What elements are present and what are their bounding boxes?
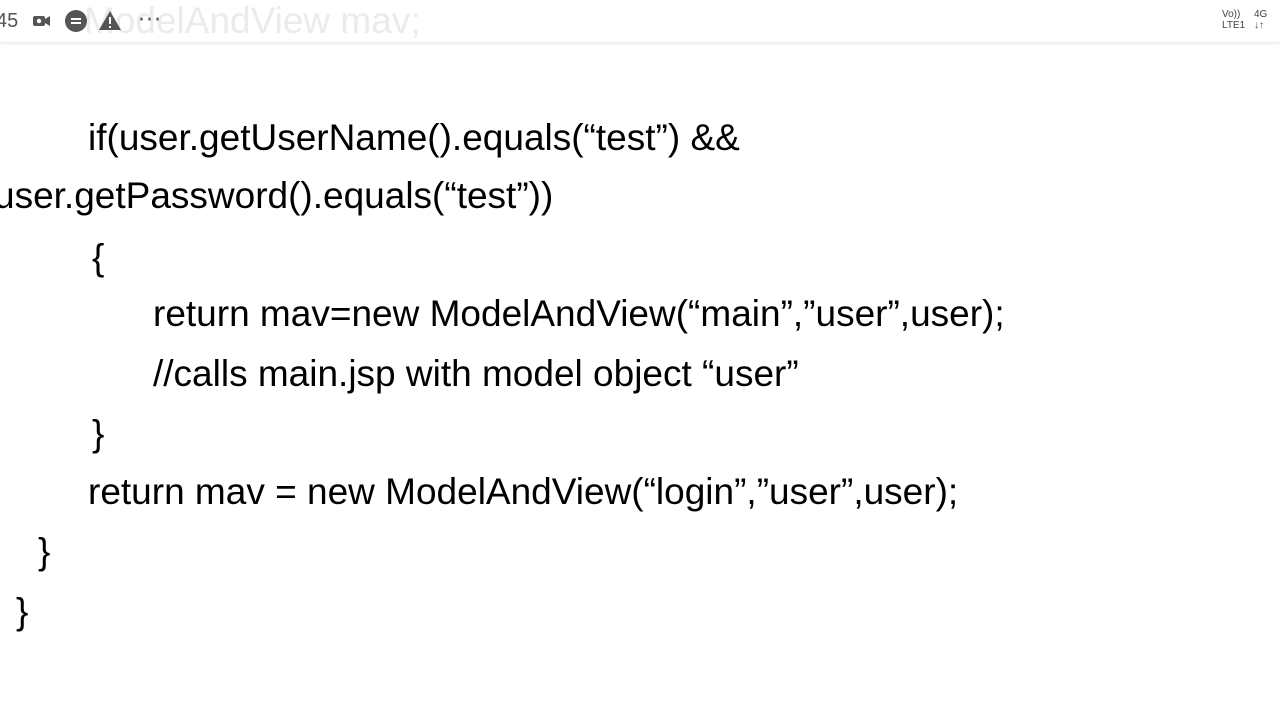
video-call-icon [30, 9, 54, 33]
lte-label: LTE1 [1222, 20, 1246, 31]
more-icon: ··· [138, 8, 162, 33]
code-line: { [92, 237, 105, 278]
code-line: user.getPassword().equals(“test”)) [0, 175, 554, 216]
network-indicator: Vo)) LTE1 4G ↓↑ [1222, 9, 1272, 33]
message-icon [64, 9, 88, 33]
code-line: return mav=new ModelAndView(“main”,”user… [153, 293, 1005, 334]
code-line: //calls main.jsp with model object “user… [153, 353, 799, 394]
ghost-title: ModelAndView mav; [84, 0, 421, 41]
code-line: if(user.getUserName().equals(“test”) && [88, 117, 740, 158]
code-line: return mav = new ModelAndView(“login”,”u… [88, 471, 959, 512]
code-line: } [16, 591, 29, 632]
code-line: } [92, 413, 105, 454]
data-arrows-icon: ↓↑ [1254, 20, 1264, 31]
volte-label: Vo)) [1222, 9, 1241, 20]
status-bar: ModelAndView mav; 45 ··· Vo)) LTE1 [0, 0, 1280, 42]
warning-icon [98, 9, 122, 33]
code-line: } [38, 531, 51, 572]
network-gen-label: 4G [1254, 9, 1268, 20]
status-time: 45 [0, 10, 19, 32]
